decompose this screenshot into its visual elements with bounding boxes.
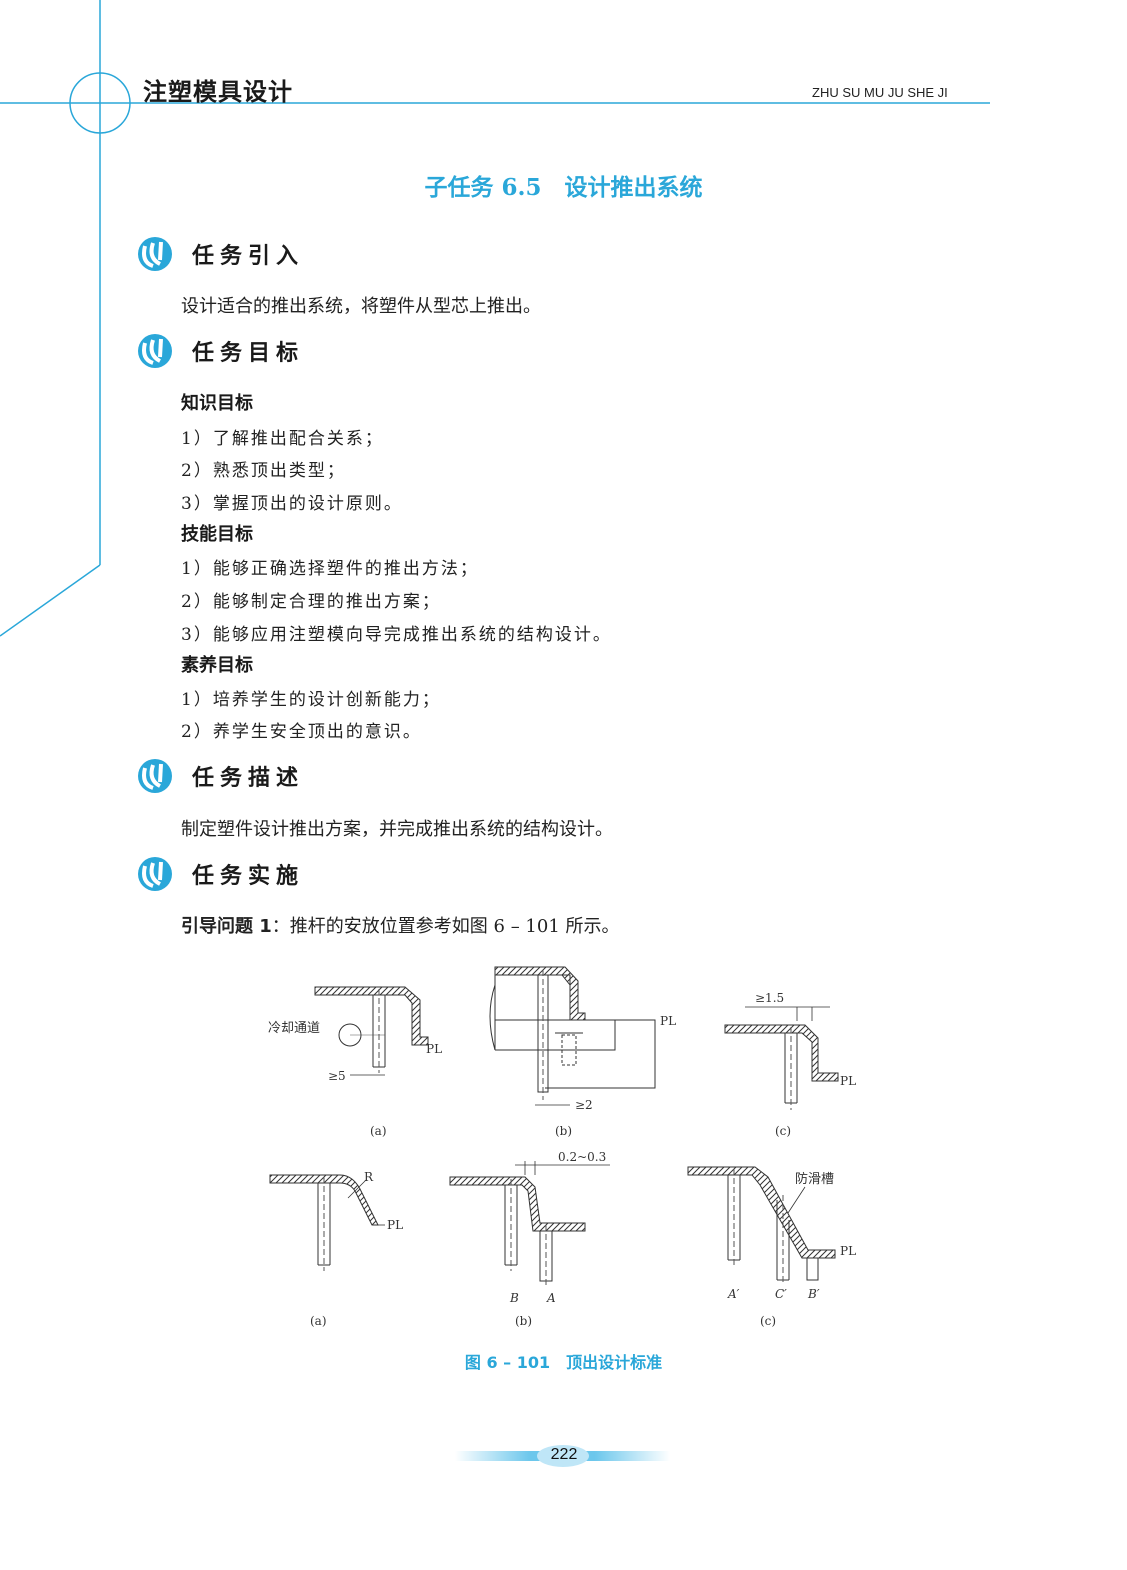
list-item: 1）了解推出配合关系； xyxy=(181,429,384,449)
pl-label: PL xyxy=(840,1074,856,1088)
dim-ge5: ≥5 xyxy=(328,1069,346,1083)
ejector-design-figure: 冷却通道 PL ≥5 (a) PL ≥2 (b) ≥1.5 PL (c) xyxy=(268,966,856,1328)
diagram-top-a: 冷却通道 PL ≥5 (a) xyxy=(268,986,442,1138)
section-badge-icon xyxy=(138,759,172,793)
cooling-channel-label: 冷却通道 xyxy=(268,1021,320,1036)
guide-label: 引导问题 1 xyxy=(181,916,272,937)
guide-question: 引导问题 1：推杆的安放位置参考如图 6 – 101 所示。 xyxy=(181,912,620,938)
skill-goals-title: 技能目标 xyxy=(181,524,253,545)
pin-b-label: B xyxy=(509,1291,519,1305)
section-badge-icon xyxy=(138,857,172,891)
pin-c-prime-label: C′ xyxy=(775,1287,787,1301)
dim-ge2: ≥2 xyxy=(575,1098,593,1112)
description-text: 制定塑件设计推出方案，并完成推出系统的结构设计。 xyxy=(181,819,613,840)
list-item: 2）养学生安全顶出的意识。 xyxy=(181,722,422,742)
pin-a-prime-label: A′ xyxy=(727,1287,740,1301)
list-item: 3）掌握顶出的设计原则。 xyxy=(181,494,403,514)
section-goals-title: 任务目标 xyxy=(192,341,305,366)
book-title: 注塑模具设计 xyxy=(143,78,293,106)
pl-label: PL xyxy=(660,1014,676,1028)
dim-ge1-5: ≥1.5 xyxy=(755,991,784,1005)
section-badge-icon xyxy=(138,334,172,368)
section-goals-heading: 任务目标 xyxy=(136,333,304,369)
subtask-title: 子任务 6.5 设计推出系统 xyxy=(424,174,703,201)
diagram-bottom-b: 0.2~0.3 B A (b) xyxy=(449,1150,610,1328)
label-a-top: (a) xyxy=(370,1124,387,1138)
label-a-bottom: (a) xyxy=(310,1314,327,1328)
knowledge-goals-title: 知识目标 xyxy=(181,393,253,414)
literacy-goals-title: 素养目标 xyxy=(181,655,253,676)
list-item: 2）能够制定合理的推出方案； xyxy=(181,592,441,612)
diagram-bottom-c: 防滑槽 PL A′ C′ B′ (c) xyxy=(687,1166,856,1328)
section-badge-icon xyxy=(138,237,172,271)
section-intro-title: 任务引入 xyxy=(192,244,305,269)
figure-caption: 图 6 – 101 顶出设计标准 xyxy=(464,1353,663,1372)
dim-gap: 0.2~0.3 xyxy=(558,1150,606,1164)
list-item: 3）能够应用注塑模向导完成推出系统的结构设计。 xyxy=(181,625,612,645)
list-item: 2）熟悉顶出类型； xyxy=(181,461,346,481)
section-intro-heading: 任务引入 xyxy=(136,236,304,272)
page-number-ornament xyxy=(455,1445,670,1467)
label-b-top: (b) xyxy=(555,1124,572,1138)
pin-b-prime-label: B′ xyxy=(807,1287,820,1301)
radius-label: R xyxy=(364,1170,374,1184)
label-c-bottom: (c) xyxy=(760,1314,776,1328)
list-item: 1）培养学生的设计创新能力； xyxy=(181,690,441,710)
diagram-top-b: PL ≥2 (b) xyxy=(489,966,676,1138)
guide-text: ：推杆的安放位置参考如图 6 – 101 所示。 xyxy=(271,916,620,937)
section-implementation-title: 任务实施 xyxy=(192,864,305,889)
label-c-top: (c) xyxy=(775,1124,791,1138)
header-circle-ornament xyxy=(69,72,131,134)
section-description-heading: 任务描述 xyxy=(136,758,304,794)
diagram-bottom-a: R PL (a) xyxy=(269,1170,403,1328)
pl-label: PL xyxy=(840,1244,856,1258)
pl-label: PL xyxy=(387,1218,403,1232)
section-implementation-heading: 任务实施 xyxy=(136,856,304,892)
page-number: 222 xyxy=(550,1446,578,1463)
book-title-pinyin: ZHU SU MU JU SHE JI xyxy=(812,85,948,100)
intro-text: 设计适合的推出系统，将塑件从型芯上推出。 xyxy=(181,296,541,317)
diagram-top-c: ≥1.5 PL (c) xyxy=(724,991,856,1138)
pl-label: PL xyxy=(426,1042,442,1056)
pin-a-label: A xyxy=(546,1291,556,1305)
anti-slip-groove-label: 防滑槽 xyxy=(795,1171,834,1187)
list-item: 1）能够正确选择塑件的推出方法； xyxy=(181,559,479,579)
label-b-bottom: (b) xyxy=(515,1314,532,1328)
section-description-title: 任务描述 xyxy=(192,766,305,791)
